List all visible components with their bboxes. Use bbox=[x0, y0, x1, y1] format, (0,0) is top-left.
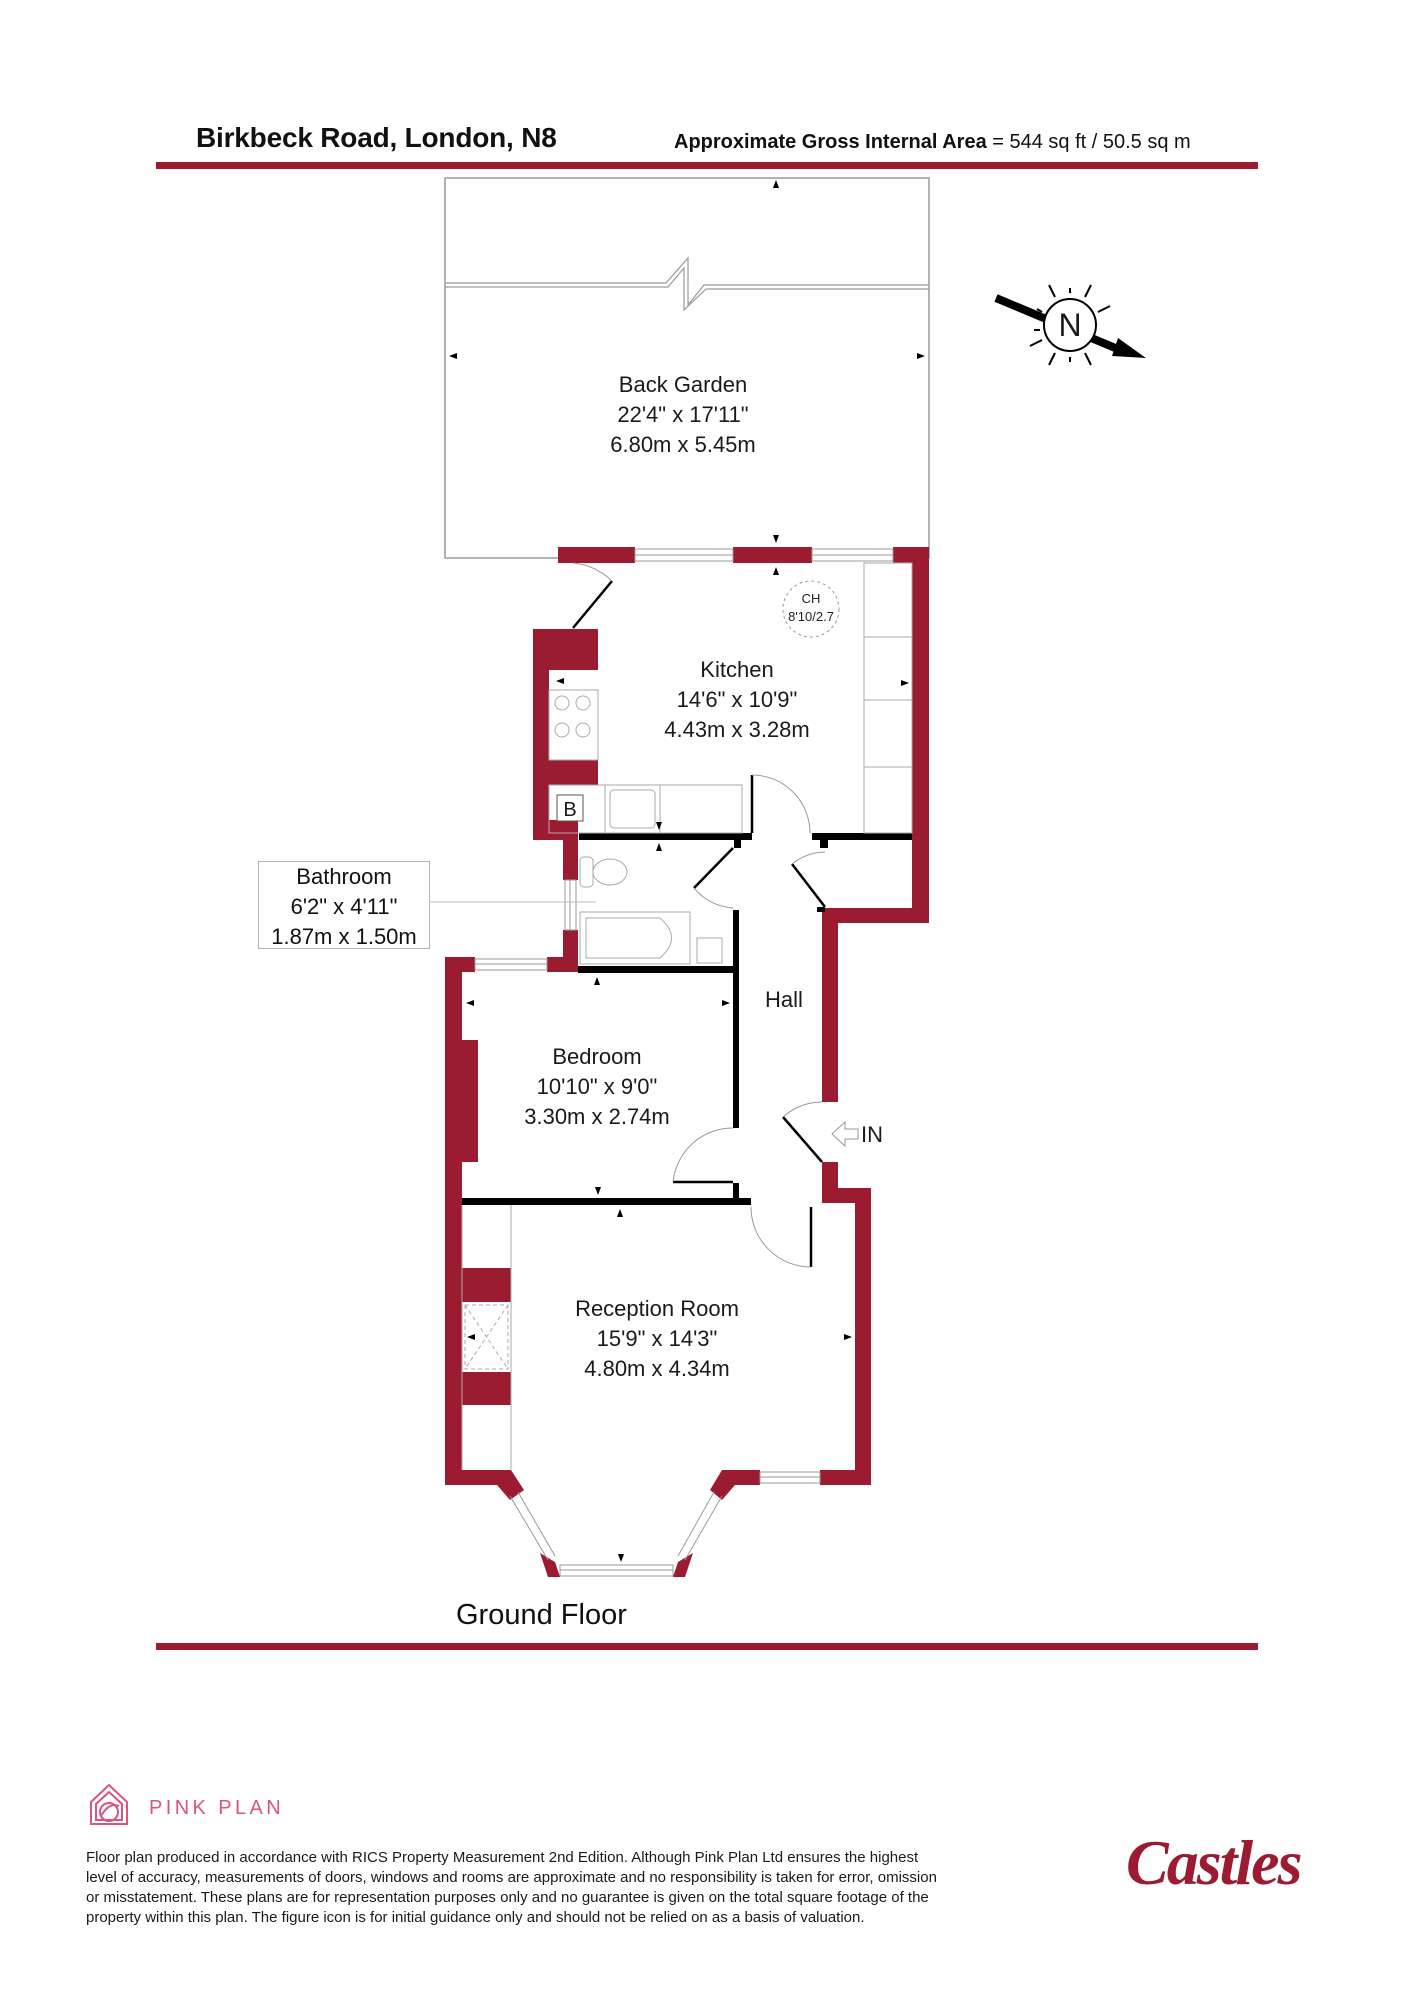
svg-text:B: B bbox=[563, 799, 576, 821]
gross-internal-area: Approximate Gross Internal Area = 544 sq… bbox=[674, 131, 1191, 154]
header-divider bbox=[156, 162, 1258, 169]
room-label-bedroom: Bedroom 10'10" x 9'0" 3.30m x 2.74m bbox=[524, 1044, 670, 1129]
floor-label: Ground Floor bbox=[456, 1599, 627, 1631]
fixtures bbox=[461, 562, 913, 1470]
ceiling-height-annotation: CH 8'10/2.7 bbox=[788, 591, 834, 624]
windows bbox=[474, 548, 894, 1577]
bathroom-name: Bathroom bbox=[296, 864, 392, 889]
disclaimer-line: Floor plan produced in accordance with R… bbox=[86, 1849, 919, 1866]
svg-text:6.80m x 5.45m: 6.80m x 5.45m bbox=[610, 432, 756, 457]
svg-text:8'10/2.7: 8'10/2.7 bbox=[788, 609, 834, 624]
svg-text:4.43m x 3.28m: 4.43m x 3.28m bbox=[664, 717, 810, 742]
disclaimer-line: or misstatement. These plans are for rep… bbox=[86, 1889, 929, 1906]
internal-walls bbox=[462, 833, 912, 1205]
room-label-back-garden: Back Garden 22'4" x 17'11" 6.80m x 5.45m bbox=[610, 372, 756, 457]
pink-plan-logo-icon bbox=[90, 1783, 128, 1825]
pink-plan-brand: PINK PLAN bbox=[149, 1797, 285, 1819]
footer-divider bbox=[156, 1643, 1258, 1650]
svg-text:Back Garden: Back Garden bbox=[619, 372, 747, 397]
room-label-reception: Reception Room 15'9" x 14'3" 4.80m x 4.3… bbox=[575, 1296, 739, 1381]
property-title: Birkbeck Road, London, N8 bbox=[196, 122, 557, 153]
garden-boundary bbox=[444, 177, 930, 559]
svg-text:4.80m x 4.34m: 4.80m x 4.34m bbox=[584, 1356, 730, 1381]
svg-text:14'6" x 10'9": 14'6" x 10'9" bbox=[677, 687, 798, 712]
entrance-label: IN bbox=[861, 1122, 883, 1147]
compass-north-icon: N bbox=[994, 284, 1146, 366]
doors bbox=[572, 562, 826, 1268]
bathroom-imperial: 6'2" x 4'11" bbox=[290, 894, 398, 919]
castles-logo: Castles bbox=[1126, 1827, 1302, 1898]
bathroom-metric: 1.87m x 1.50m bbox=[271, 924, 417, 949]
dimension-arrows bbox=[466, 567, 909, 1562]
area-value: = 544 sq ft / 50.5 sq m bbox=[992, 131, 1191, 153]
room-label-kitchen: Kitchen 14'6" x 10'9" 4.43m x 3.28m bbox=[664, 657, 810, 742]
disclaimer-line: level of accuracy, measurements of doors… bbox=[86, 1869, 937, 1886]
external-walls bbox=[445, 547, 929, 1577]
disclaimer: Floor plan produced in accordance with R… bbox=[86, 1848, 1076, 1928]
svg-text:Bedroom: Bedroom bbox=[552, 1044, 641, 1069]
svg-text:3.30m x 2.74m: 3.30m x 2.74m bbox=[524, 1104, 670, 1129]
svg-text:22'4" x 17'11": 22'4" x 17'11" bbox=[617, 402, 748, 427]
svg-text:Reception Room: Reception Room bbox=[575, 1296, 739, 1321]
compass-label: N bbox=[1058, 307, 1081, 343]
room-label-hall: Hall bbox=[765, 987, 803, 1012]
entrance-marker: IN bbox=[831, 1120, 883, 1148]
svg-text:CH: CH bbox=[802, 591, 821, 606]
svg-text:10'10" x 9'0": 10'10" x 9'0" bbox=[537, 1074, 658, 1099]
disclaimer-line: property within this plan. The figure ic… bbox=[86, 1909, 865, 1926]
boiler-icon: B bbox=[556, 794, 584, 822]
svg-text:Kitchen: Kitchen bbox=[700, 657, 773, 682]
room-label-bathroom: Bathroom 6'2" x 4'11" 1.87m x 1.50m bbox=[258, 861, 430, 949]
svg-text:15'9" x 14'3": 15'9" x 14'3" bbox=[597, 1326, 718, 1351]
svg-text:Hall: Hall bbox=[765, 987, 803, 1012]
area-label: Approximate Gross Internal Area bbox=[674, 131, 987, 153]
